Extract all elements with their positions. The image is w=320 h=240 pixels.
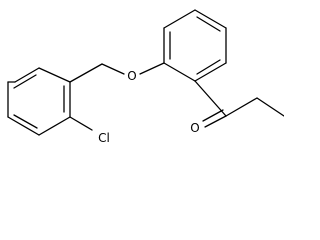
o-ring-bond	[139, 62, 165, 75]
chloro-substituent: Cl	[69, 116, 110, 145]
ethyl-methyl-bond	[256, 97, 284, 117]
ring-b-bond-5	[194, 62, 227, 82]
ring-a-bond-1	[14, 67, 40, 83]
ch2-o-bond	[101, 63, 125, 75]
ch2-bond	[69, 63, 103, 83]
ring-a-bond-5	[7, 116, 40, 136]
phenyl-ring	[163, 9, 227, 82]
molecule-drawing: O Cl O	[7, 9, 284, 145]
ring-b-double-3	[196, 59, 221, 75]
ring-a-bond-2	[38, 67, 71, 83]
ring-a-bond-4	[38, 116, 71, 136]
carbonyl-double-2	[202, 109, 224, 122]
ring-carbonyl-bond	[194, 80, 227, 117]
ether-oxygen-label: O	[127, 69, 136, 83]
ring-b-bond-2	[163, 9, 196, 29]
carbonyl-oxygen-label: O	[190, 121, 199, 135]
ring-b-bond-6	[163, 62, 196, 82]
carbonyl-double-1	[204, 115, 227, 128]
benzyl-ether-linker: O	[69, 62, 165, 83]
propanoyl-group: O	[190, 80, 284, 135]
ring-a-double-3	[13, 114, 38, 129]
chemical-structure-diagram: O Cl O	[7, 9, 284, 145]
ring-a-double-1	[13, 74, 37, 89]
chlorophenyl-ring	[7, 67, 71, 136]
carbonyl-ethyl-bond	[225, 97, 258, 117]
ring-b-bond-3	[194, 9, 227, 29]
c-cl-bond	[69, 116, 93, 131]
ring-b-double-2	[196, 16, 221, 32]
chlorine-label: Cl	[98, 131, 110, 145]
